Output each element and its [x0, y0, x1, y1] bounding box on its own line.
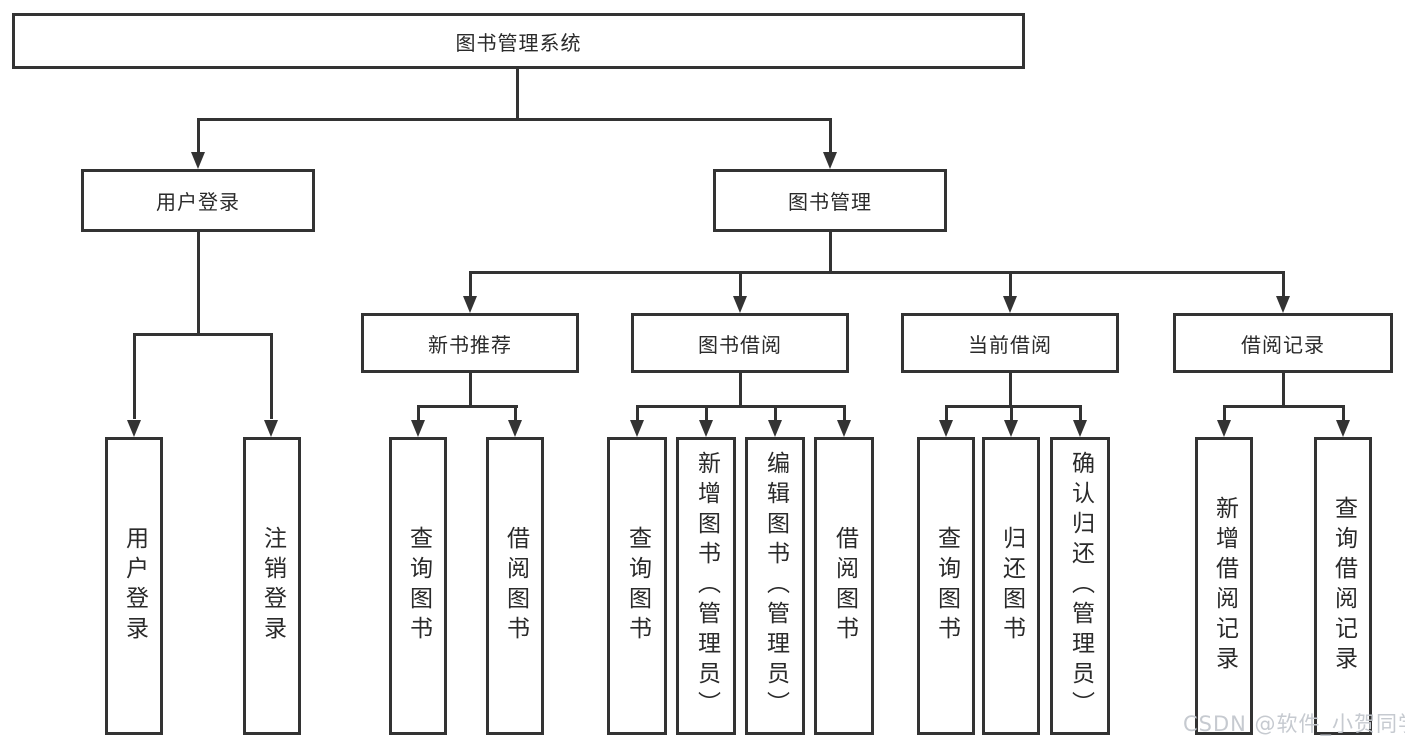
- arrow-down-icon: [823, 152, 837, 169]
- node-label: 查询图书: [405, 526, 432, 646]
- connector-line: [417, 405, 420, 421]
- node-add-borrow-record: 新增借阅记录: [1195, 437, 1253, 735]
- node-user-login: 用户登录: [81, 169, 315, 232]
- arrow-down-icon: [699, 420, 713, 437]
- connector-line: [705, 405, 708, 421]
- node-query-borrow-record: 查询借阅记录: [1314, 437, 1372, 735]
- connector-line: [1282, 373, 1285, 408]
- node-label: 注销登录: [259, 526, 286, 646]
- arrow-down-icon: [1004, 420, 1018, 437]
- arrow-down-icon: [733, 296, 747, 313]
- node-book-management: 图书管理: [713, 169, 947, 232]
- node-user-login-leaf: 用户登录: [105, 437, 163, 735]
- connector-line: [739, 271, 742, 297]
- node-label: 图书管理: [788, 190, 872, 214]
- connector-line: [1342, 405, 1345, 421]
- node-label: 新书推荐: [428, 332, 512, 357]
- node-return-books: 归还图书: [982, 437, 1040, 735]
- connector-line: [197, 118, 831, 121]
- node-current-borrow: 当前借阅: [901, 313, 1119, 373]
- connector-line: [829, 118, 832, 154]
- arrow-down-icon: [127, 420, 141, 437]
- connector-line: [1009, 373, 1012, 408]
- watermark: CSDN @软件_小贺同学: [1183, 712, 1405, 736]
- connector-line: [739, 373, 742, 408]
- node-label: 编辑图书（管理员）: [762, 451, 789, 721]
- connector-line: [1282, 271, 1285, 297]
- node-label: 用户登录: [121, 526, 148, 646]
- connector-line: [1223, 405, 1345, 408]
- arrow-down-icon: [837, 420, 851, 437]
- arrow-down-icon: [463, 296, 477, 313]
- node-label: 归还图书: [998, 526, 1025, 646]
- node-label: 确认归还（管理员）: [1067, 451, 1094, 721]
- connector-line: [197, 118, 200, 154]
- node-label: 查询图书: [624, 526, 651, 646]
- arrow-down-icon: [1336, 420, 1350, 437]
- connector-line: [270, 333, 273, 419]
- connector-line: [1010, 405, 1013, 421]
- arrow-down-icon: [768, 420, 782, 437]
- node-label: 用户登录: [156, 190, 240, 214]
- connector-line: [469, 271, 472, 297]
- arrow-down-icon: [630, 420, 644, 437]
- node-label: 查询图书: [933, 526, 960, 646]
- connector-line: [636, 405, 846, 408]
- connector-line: [1079, 405, 1082, 421]
- node-label: 当前借阅: [968, 332, 1052, 357]
- node-label: 借阅图书: [831, 526, 858, 646]
- node-confirm-return-admin: 确认归还（管理员）: [1050, 437, 1110, 735]
- connector-line: [516, 69, 519, 121]
- connector-line: [469, 373, 472, 408]
- connector-line: [133, 333, 136, 419]
- arrow-down-icon: [191, 152, 205, 169]
- connector-line: [843, 405, 846, 421]
- connector-line: [133, 333, 273, 336]
- node-label: 图书借阅: [698, 332, 782, 357]
- node-book-borrow: 图书借阅: [631, 313, 849, 373]
- node-query-books-borrow: 查询图书: [607, 437, 667, 735]
- arrow-down-icon: [508, 420, 522, 437]
- connector-line: [417, 405, 518, 408]
- node-add-book-admin: 新增图书（管理员）: [676, 437, 736, 735]
- arrow-down-icon: [939, 420, 953, 437]
- node-query-books-current: 查询图书: [917, 437, 975, 735]
- connector-line: [636, 405, 639, 421]
- connector-line: [469, 271, 1285, 274]
- connector-line: [774, 405, 777, 421]
- node-edit-book-admin: 编辑图书（管理员）: [745, 437, 805, 735]
- node-query-books-recommend: 查询图书: [389, 437, 447, 735]
- connector-line: [945, 405, 1082, 408]
- node-label: 新增图书（管理员）: [693, 451, 720, 721]
- node-label: 借阅图书: [502, 526, 529, 646]
- node-label: 借阅记录: [1241, 332, 1325, 357]
- connector-line: [945, 405, 948, 421]
- connector-line: [514, 405, 517, 421]
- node-logout: 注销登录: [243, 437, 301, 735]
- arrow-down-icon: [1073, 420, 1087, 437]
- node-label: 新增借阅记录: [1211, 496, 1238, 676]
- arrow-down-icon: [411, 420, 425, 437]
- connector-line: [1223, 405, 1226, 421]
- node-borrow-records: 借阅记录: [1173, 313, 1393, 373]
- node-label: 图书管理系统: [455, 30, 582, 55]
- node-borrow-books: 借阅图书: [814, 437, 874, 735]
- node-label: 查询借阅记录: [1330, 496, 1357, 676]
- arrow-down-icon: [1276, 296, 1290, 313]
- arrow-down-icon: [1217, 420, 1231, 437]
- connector-line: [829, 232, 832, 273]
- node-new-book-recommend: 新书推荐: [361, 313, 579, 373]
- arrow-down-icon: [1003, 296, 1017, 313]
- arrow-down-icon: [264, 420, 278, 437]
- node-borrow-books-recommend: 借阅图书: [486, 437, 544, 735]
- node-library-management-system: 图书管理系统: [12, 13, 1025, 69]
- connector-line: [1009, 271, 1012, 297]
- connector-line: [197, 232, 200, 335]
